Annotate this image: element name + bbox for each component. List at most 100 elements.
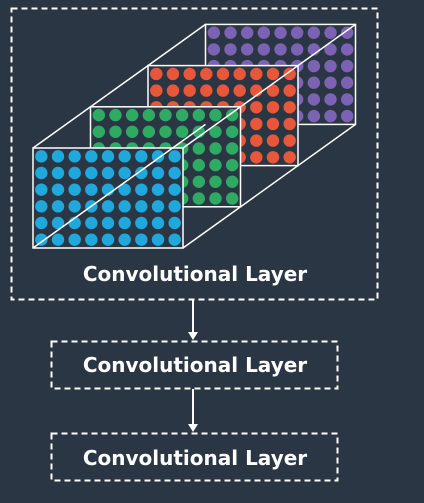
neuron [240,43,254,56]
layer-1-box [10,7,379,301]
neuron [307,109,321,123]
neuron [51,150,65,163]
neuron [257,26,271,39]
neuron [209,125,222,138]
neuron [168,200,181,213]
neuron [283,84,296,97]
volume-edge [32,23,206,149]
neuron [290,26,304,39]
layer-3-box [50,432,339,482]
neuron [257,43,271,56]
neuron [209,158,222,172]
neuron [233,67,246,81]
volume-edge [182,123,356,249]
neuron [151,150,165,163]
neuron [266,117,280,131]
neuron [266,134,280,147]
arrow-2 [188,389,198,432]
neuron [207,26,221,39]
layer-2-label: Convolutional Layer [83,353,307,377]
neuron [324,43,337,56]
neuron [250,101,263,114]
neuron [159,125,172,138]
neuron [224,43,237,56]
neuron [240,26,254,39]
neuron [168,166,181,180]
neuron [68,150,81,163]
neuron [192,175,206,188]
neuron [283,67,296,81]
neuron [209,175,222,188]
neuron [118,200,131,213]
neuron [250,117,263,131]
neuron [101,233,115,246]
arrow-1 [188,300,198,340]
neuron [266,67,280,81]
neuron [290,43,304,56]
neuron [168,233,181,246]
neuron [283,151,296,164]
neuron [68,166,81,180]
neuron [192,158,206,172]
neuron [159,108,172,122]
neuron [118,233,131,246]
feature-map-volume [32,23,357,249]
neuron [150,67,163,81]
neuron [151,166,165,180]
neuron [135,200,148,213]
neuron [175,125,189,138]
layer-2-box [50,340,339,390]
neuron [35,166,48,180]
neuron [118,150,131,163]
neuron [135,183,148,196]
neuron [216,84,230,97]
neuron [92,108,106,122]
neuron [324,59,337,73]
neuron [250,67,263,81]
volume-edge [32,123,206,249]
neuron [274,43,287,56]
neuron [166,67,180,81]
neuron [250,134,263,147]
neuron [175,108,189,122]
neuron [168,150,181,163]
neuron [101,150,115,163]
neuron [68,233,81,246]
neuron [183,84,196,97]
neuron [151,200,165,213]
feature-map-1 [32,147,184,249]
layer-3-label: Convolutional Layer [83,446,307,470]
neuron [233,84,246,97]
neuron [324,109,337,123]
neuron [150,84,163,97]
neuron [135,216,148,230]
neuron [225,175,239,188]
neuron [225,192,239,205]
neuron [266,151,280,164]
neuron [340,76,354,89]
neuron [142,125,156,138]
neuron [85,166,98,180]
neuron [125,108,139,122]
neuron [209,142,222,155]
neuron [225,125,239,138]
volume-edge [182,23,356,149]
neuron [135,166,148,180]
neuron [168,216,181,230]
neuron [101,216,115,230]
neuron [35,233,48,246]
neuron [151,183,165,196]
neuron [35,200,48,213]
neuron [274,26,287,39]
neuron [35,150,48,163]
neuron [92,125,106,138]
neuron [135,150,148,163]
neuron [307,26,321,39]
neuron [51,183,65,196]
neuron [68,200,81,213]
neuron [340,43,354,56]
neuron [216,67,230,81]
neuron [283,117,296,131]
neuron [200,84,213,97]
neuron [266,84,280,97]
